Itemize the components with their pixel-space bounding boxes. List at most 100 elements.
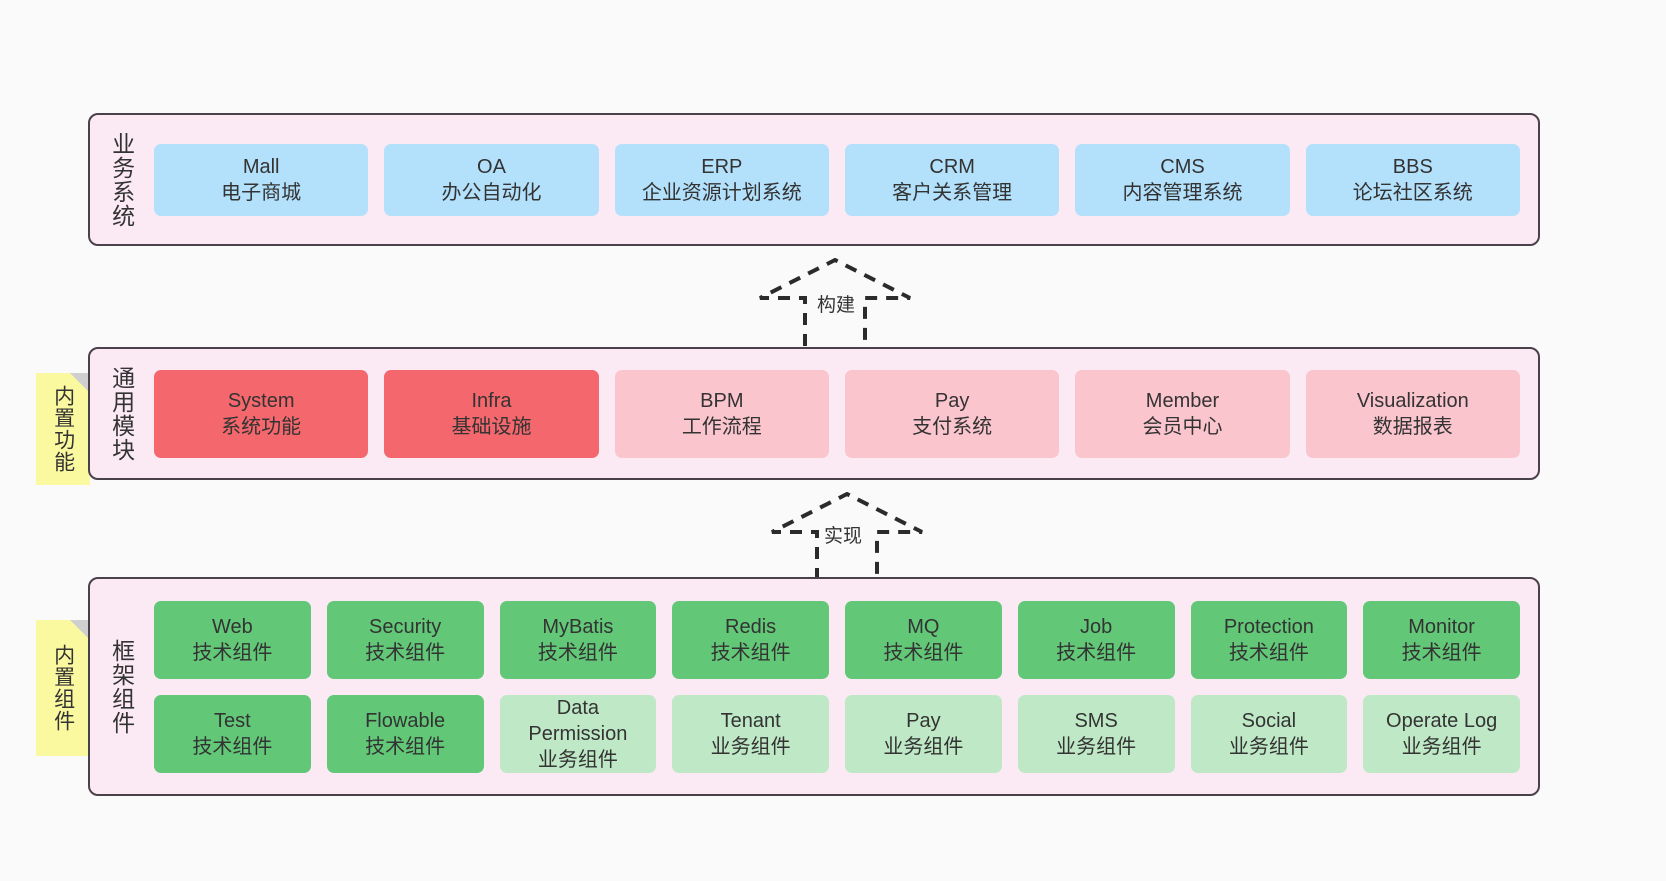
card-operate-log[interactable]: Operate Log 业务组件 — [1363, 694, 1520, 773]
card-desc: 业务组件 — [883, 735, 964, 758]
layer-title-common: 通用模块 — [108, 365, 135, 462]
card-name: Mall — [242, 155, 280, 178]
card-desc: 业务组件 — [1401, 735, 1482, 758]
card-name: Monitor — [1408, 615, 1475, 638]
card-name: Social — [1241, 709, 1297, 732]
card-social[interactable]: Social 业务组件 — [1190, 694, 1348, 773]
card-name: Flowable — [365, 709, 446, 732]
card-desc: 技术组件 — [192, 735, 273, 758]
card-desc: 支付系统 — [912, 415, 993, 438]
card-desc: 基础设施 — [451, 415, 532, 438]
card-name: Redis — [725, 615, 777, 638]
layer-row: Test 技术组件 Flowable 技术组件 Data Permission … — [154, 694, 1520, 773]
card-mall[interactable]: Mall 电子商城 — [154, 143, 369, 216]
card-name: OA — [477, 155, 506, 178]
card-name: CMS — [1160, 155, 1205, 178]
layer-title-framework: 框架组件 — [108, 638, 135, 735]
card-name: CRM — [929, 155, 975, 178]
card-monitor[interactable]: Monitor 技术组件 — [1363, 600, 1520, 679]
card-desc: 业务组件 — [1228, 735, 1309, 758]
card-security[interactable]: Security 技术组件 — [326, 600, 484, 679]
card-visualization[interactable]: Visualization 数据报表 — [1305, 369, 1520, 458]
card-name: Protection — [1223, 615, 1314, 638]
card-desc: 业务组件 — [710, 735, 791, 758]
card-desc: 技术组件 — [1401, 641, 1482, 664]
card-name: BPM — [700, 389, 744, 412]
card-cms[interactable]: CMS 内容管理系统 — [1075, 143, 1290, 216]
card-tenant[interactable]: Tenant 业务组件 — [672, 694, 829, 773]
card-name: Security — [369, 615, 442, 638]
card-desc: 技术组件 — [365, 641, 446, 664]
card-name: Tenant — [720, 709, 781, 732]
card-name: Data Permission — [528, 696, 628, 745]
card-desc: 数据报表 — [1372, 415, 1453, 438]
card-infra[interactable]: Infra 基础设施 — [384, 369, 599, 458]
card-name: Operate Log — [1386, 709, 1498, 732]
layer-framework-component: 框架组件 Web 技术组件 Security 技术组件 MyBatis 技术组件… — [88, 577, 1540, 796]
card-desc: 内容管理系统 — [1122, 181, 1243, 204]
card-desc: 技术组件 — [192, 641, 273, 664]
card-job[interactable]: Job 技术组件 — [1017, 600, 1175, 679]
card-test[interactable]: Test 技术组件 — [154, 694, 311, 773]
card-data-permission[interactable]: Data Permission 业务组件 — [499, 694, 657, 773]
connector-implement-arrow — [771, 492, 923, 580]
layer-business-system: 业务系统 Mall 电子商城 OA 办公自动化 ERP 企业资源计划系统 CRM… — [88, 113, 1540, 246]
layer-body-framework: Web 技术组件 Security 技术组件 MyBatis 技术组件 Redi… — [144, 579, 1538, 794]
layer-row: Mall 电子商城 OA 办公自动化 ERP 企业资源计划系统 CRM 客户关系… — [154, 143, 1520, 216]
card-name: MQ — [907, 615, 940, 638]
card-name: Pay — [906, 709, 941, 732]
layer-common-module: 通用模块 System 系统功能 Infra 基础设施 BPM 工作流程 Pay… — [88, 347, 1540, 480]
card-name: MyBatis — [542, 615, 614, 638]
card-desc: 技术组件 — [365, 735, 446, 758]
card-desc: 论坛社区系统 — [1352, 181, 1473, 204]
card-name: Visualization — [1356, 389, 1469, 412]
card-desc: 技术组件 — [537, 641, 618, 664]
card-bbs[interactable]: BBS 论坛社区系统 — [1305, 143, 1520, 216]
card-desc: 企业资源计划系统 — [641, 181, 802, 204]
card-bpm[interactable]: BPM 工作流程 — [614, 369, 829, 458]
card-desc: 技术组件 — [1056, 641, 1137, 664]
layer-body-business: Mall 电子商城 OA 办公自动化 ERP 企业资源计划系统 CRM 客户关系… — [144, 115, 1538, 244]
connector-build-arrow — [759, 258, 911, 346]
card-desc: 办公自动化 — [441, 181, 542, 204]
note-fold-corner-icon — [70, 620, 90, 640]
card-name: System — [227, 389, 295, 412]
card-name: Infra — [471, 389, 512, 412]
card-desc: 技术组件 — [710, 641, 791, 664]
card-member[interactable]: Member 会员中心 — [1075, 369, 1290, 458]
card-sms[interactable]: SMS 业务组件 — [1017, 694, 1175, 773]
card-desc: 会员中心 — [1142, 415, 1223, 438]
card-name: BBS — [1392, 155, 1433, 178]
card-erp[interactable]: ERP 企业资源计划系统 — [614, 143, 829, 216]
note-fold-corner-icon — [70, 373, 90, 393]
card-desc: 电子商城 — [221, 181, 302, 204]
card-name: Web — [211, 615, 253, 638]
card-mq[interactable]: MQ 技术组件 — [845, 600, 1002, 679]
card-system[interactable]: System 系统功能 — [154, 369, 369, 458]
layer-title-business: 业务系统 — [108, 131, 135, 228]
card-pay-business[interactable]: Pay 业务组件 — [845, 694, 1002, 773]
card-name: Test — [214, 709, 251, 732]
card-name: SMS — [1074, 709, 1118, 732]
card-pay[interactable]: Pay 支付系统 — [844, 369, 1060, 458]
layer-body-common: System 系统功能 Infra 基础设施 BPM 工作流程 Pay 支付系统… — [144, 349, 1538, 478]
card-crm[interactable]: CRM 客户关系管理 — [844, 143, 1060, 216]
layer-row: System 系统功能 Infra 基础设施 BPM 工作流程 Pay 支付系统… — [154, 369, 1520, 458]
card-desc: 技术组件 — [1228, 641, 1309, 664]
card-redis[interactable]: Redis 技术组件 — [672, 600, 829, 679]
card-mybatis[interactable]: MyBatis 技术组件 — [499, 600, 657, 679]
note-label: 内置组件 — [51, 644, 75, 732]
card-name: Pay — [934, 389, 970, 412]
note-label: 内置功能 — [51, 385, 75, 473]
card-name: Job — [1080, 615, 1113, 638]
card-oa[interactable]: OA 办公自动化 — [384, 143, 599, 216]
card-protection[interactable]: Protection 技术组件 — [1190, 600, 1348, 679]
connector-build-label: 构建 — [817, 295, 856, 316]
card-web[interactable]: Web 技术组件 — [154, 600, 311, 679]
card-flowable[interactable]: Flowable 技术组件 — [326, 694, 484, 773]
card-name: ERP — [701, 155, 743, 178]
card-desc: 工作流程 — [681, 415, 762, 438]
note-builtin-component: 内置组件 — [36, 620, 90, 756]
card-desc: 业务组件 — [537, 748, 618, 771]
